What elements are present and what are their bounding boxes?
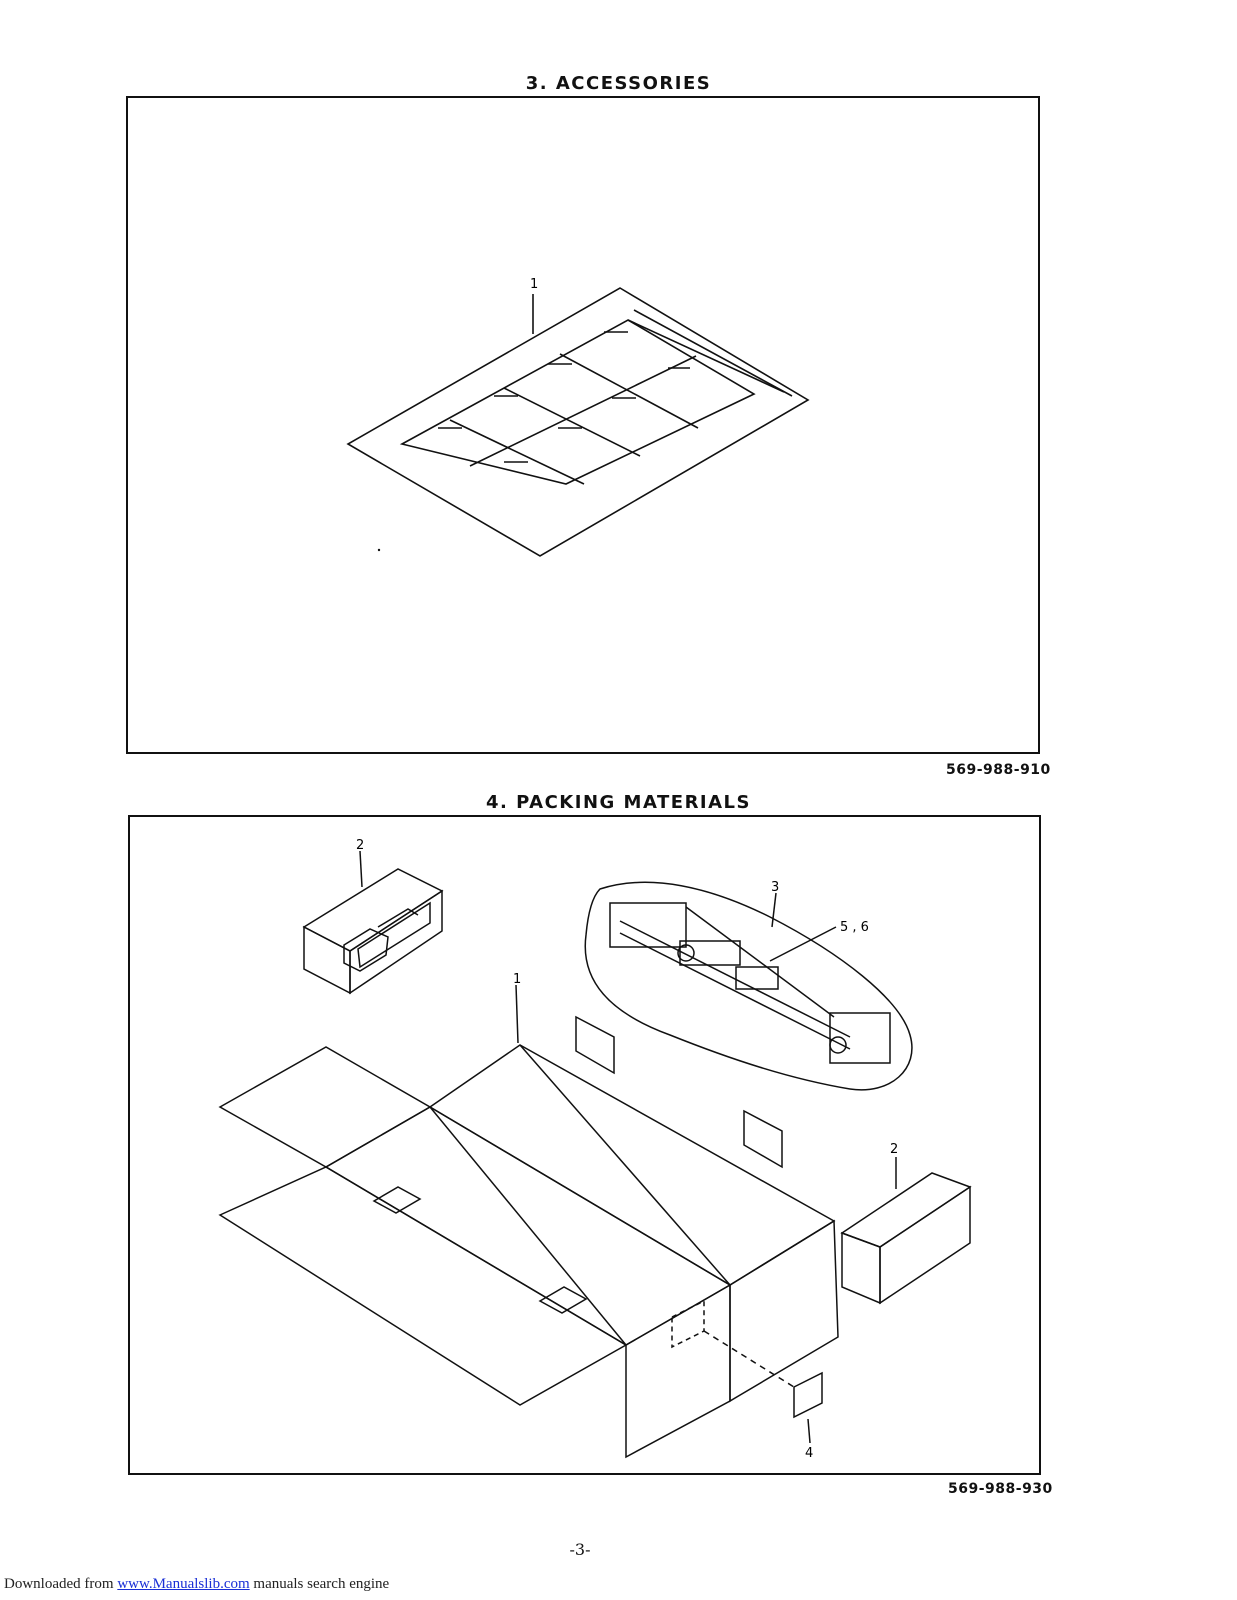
label-grid-outline (399, 319, 756, 485)
accessories-part-code: 569-988-910 (946, 762, 1051, 778)
callout-4: 4 (805, 1446, 813, 1461)
sheet-outline (346, 287, 810, 557)
footer-prefix: Downloaded from (4, 1576, 118, 1592)
callout-1: 1 (530, 277, 538, 292)
carton (218, 1015, 839, 1459)
packing-frame: 2 3 5 , 6 1 2 4 (128, 815, 1041, 1475)
packing-illustration: 2 3 5 , 6 1 2 4 (218, 838, 972, 1461)
accessories-title: 3. ACCESSORIES (525, 73, 712, 94)
packing-title: 4. PACKING MATERIALS (485, 792, 751, 813)
callout-1-carton: 1 (513, 972, 521, 987)
callout-5-6: 5 , 6 (840, 920, 869, 935)
callout-2-right: 2 (890, 1142, 898, 1157)
callout-3: 3 (771, 880, 779, 895)
page-number: -3- (569, 1540, 591, 1559)
packing-part-code: 569-988-930 (948, 1481, 1053, 1497)
wrapped-mechanism (584, 881, 913, 1091)
foam-end-cap-left (302, 868, 444, 995)
callout-2-top: 2 (356, 838, 364, 853)
manualslib-link[interactable]: www.Manualslib.com (117, 1576, 250, 1592)
footer: Downloaded from www.Manualslib.com manua… (4, 1576, 389, 1593)
accessories-frame: 1 (126, 96, 1040, 754)
label-sheet (793, 1371, 823, 1419)
accessories-illustration: 1 (346, 277, 810, 557)
foam-end-cap-right (840, 1172, 972, 1305)
footer-suffix: manuals search engine (249, 1576, 390, 1592)
